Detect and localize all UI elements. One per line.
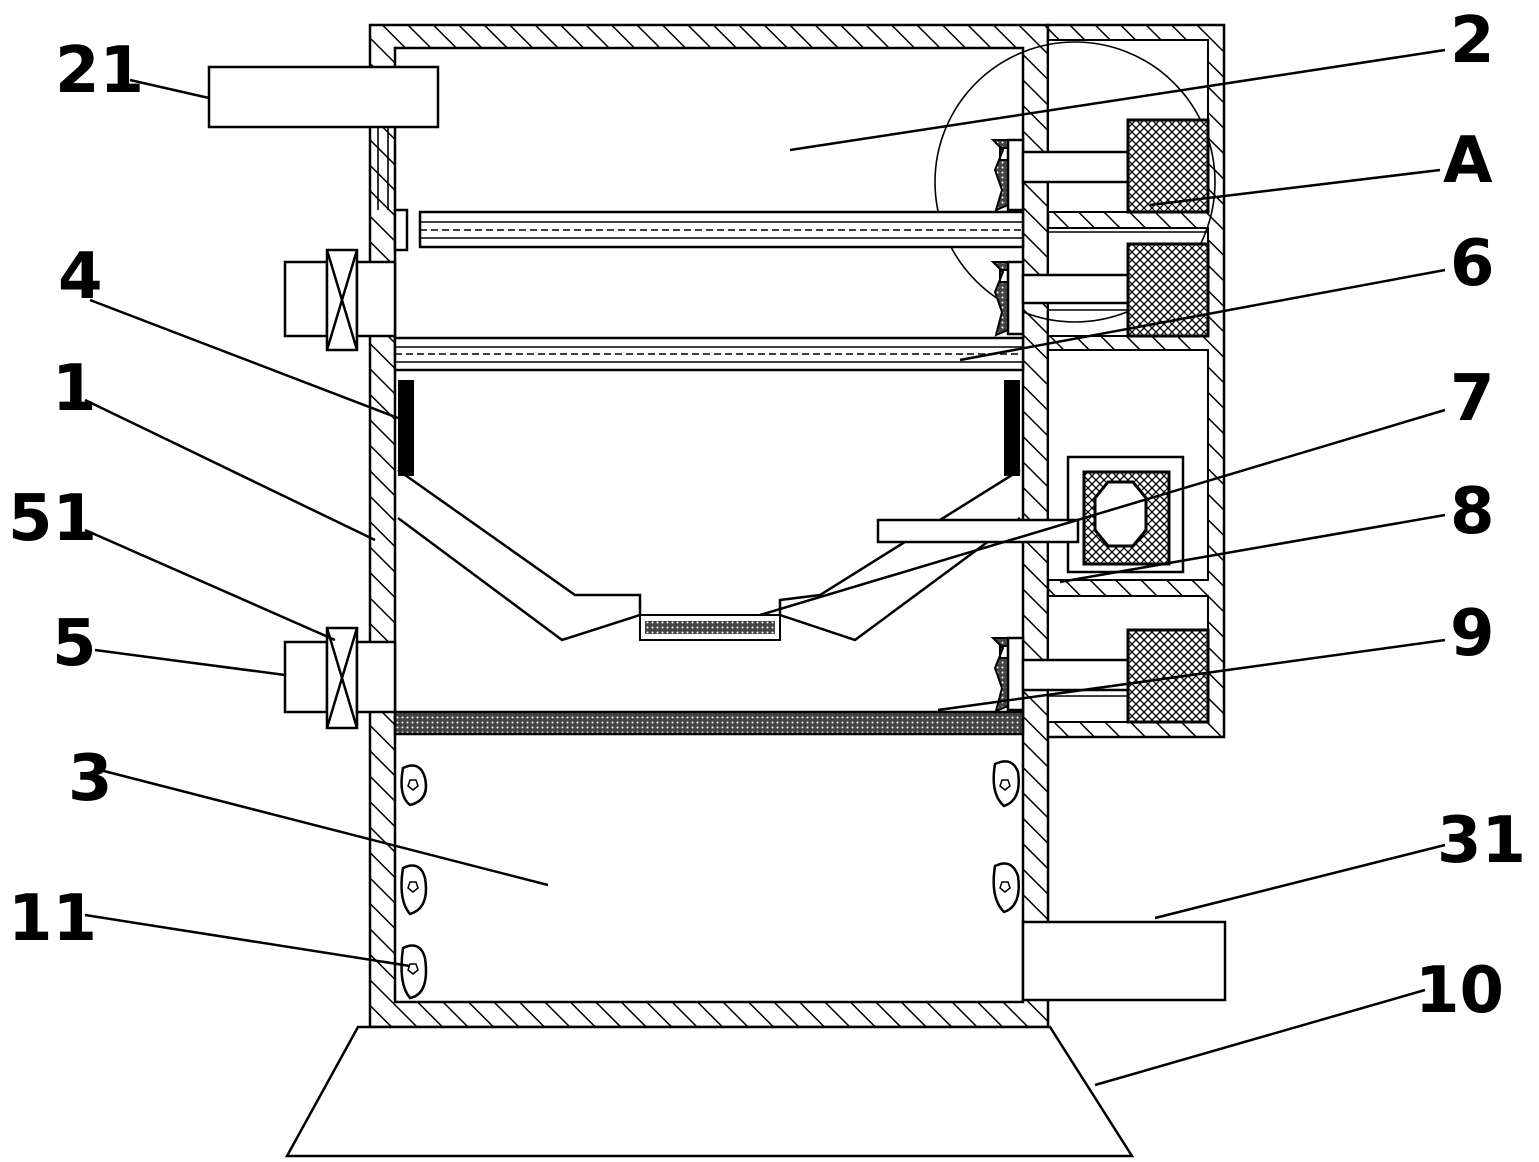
label-7: 7 xyxy=(1450,362,1495,436)
vibrator-springs xyxy=(990,138,1025,713)
upper-sieve-plate xyxy=(393,208,1025,252)
reference-labels: 21 2 A 4 6 1 7 51 8 5 9 3 31 11 10 xyxy=(8,4,1526,1028)
label-3: 3 xyxy=(68,742,113,816)
label-8: 8 xyxy=(1450,475,1495,549)
label-6: 6 xyxy=(1450,227,1495,301)
middle-sieve-plate xyxy=(393,336,1025,372)
detail-circle-a xyxy=(934,41,1216,323)
base xyxy=(284,1025,1135,1158)
label-51: 51 xyxy=(8,482,97,556)
label-10: 10 xyxy=(1415,954,1504,1028)
leader-lines xyxy=(84,48,1446,1087)
motor-assembly xyxy=(876,455,1185,574)
outlet-pipe xyxy=(1021,920,1227,1002)
label-4: 4 xyxy=(58,240,103,314)
hopper xyxy=(397,468,1021,642)
upper-valve xyxy=(283,248,397,352)
label-11: 11 xyxy=(8,882,97,956)
label-a: A xyxy=(1443,124,1493,198)
lower-valve xyxy=(283,626,397,730)
label-2: 2 xyxy=(1450,4,1495,78)
label-21: 21 xyxy=(55,34,144,108)
filter-plate xyxy=(393,710,1025,736)
label-9: 9 xyxy=(1450,597,1495,671)
left-side-block xyxy=(398,380,414,476)
label-5: 5 xyxy=(52,607,97,681)
lower-mounts xyxy=(400,760,1020,1000)
label-1: 1 xyxy=(52,352,97,426)
right-side-block xyxy=(1004,380,1020,476)
label-31: 31 xyxy=(1437,804,1526,878)
